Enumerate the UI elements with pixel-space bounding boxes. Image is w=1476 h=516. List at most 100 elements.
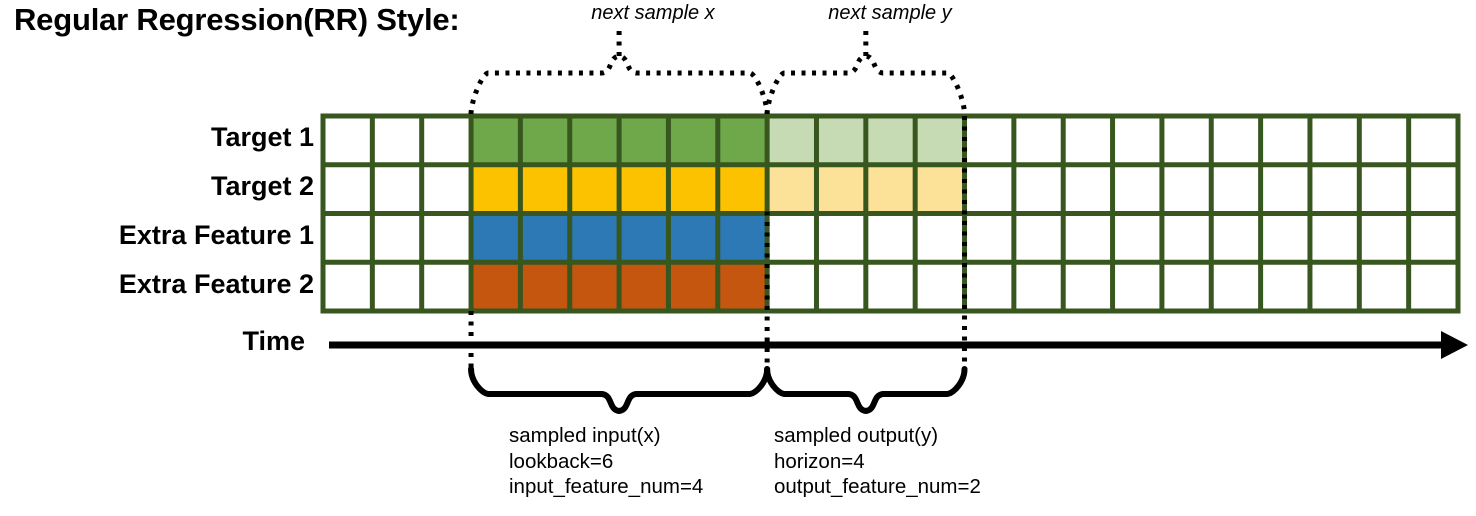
grid-cell — [668, 262, 718, 311]
grid-cell — [1359, 116, 1409, 165]
grid-cell — [619, 164, 669, 214]
grid-cell — [1211, 116, 1261, 165]
grid-cell — [421, 164, 472, 214]
grid-cell — [1260, 116, 1310, 165]
grid-cell — [1408, 213, 1458, 263]
grid-cell — [816, 213, 866, 263]
row-label-target-1: Target 1 — [210, 122, 314, 152]
grid-cell — [372, 213, 422, 263]
grid-cell — [323, 262, 373, 311]
top-brace-label-next-sample-x: next sample x — [591, 2, 715, 24]
grid-cell — [964, 262, 1014, 311]
grid-cell — [1161, 116, 1212, 165]
grid-cell — [1211, 164, 1261, 214]
grid-cell — [915, 164, 965, 214]
grid-cell — [964, 116, 1014, 165]
grid-cell — [1161, 262, 1212, 311]
grid-cell — [372, 262, 422, 311]
grid-cell — [717, 116, 768, 165]
grid-cell — [1211, 262, 1261, 311]
grid-cell — [1260, 213, 1310, 263]
grid-cell — [865, 164, 916, 214]
grid-cell — [471, 262, 521, 311]
grid-cell — [421, 116, 472, 165]
top-brace-label-next-sample-y: next sample y — [828, 2, 952, 24]
grid-cell — [1211, 213, 1261, 263]
sampled-output-line-2: horizon=4 — [774, 449, 865, 473]
grid-cell — [816, 262, 866, 311]
grid-cell — [865, 262, 916, 311]
grid-cell — [767, 116, 817, 165]
grid-cell — [421, 213, 472, 263]
grid-cell — [1408, 262, 1458, 311]
page-title: Regular Regression(RR) Style: — [14, 2, 460, 37]
grid-cell — [1408, 116, 1458, 165]
grid-cell — [323, 213, 373, 263]
grid-cell — [619, 213, 669, 263]
grid-cell — [323, 116, 373, 165]
grid-cell — [1112, 116, 1162, 165]
grid-cell — [717, 164, 768, 214]
time-axis-label: Time — [242, 326, 305, 356]
grid-cell — [569, 262, 620, 311]
grid-cell — [816, 116, 866, 165]
grid-cell — [915, 262, 965, 311]
grid-cell — [569, 164, 620, 214]
grid-cell — [865, 213, 916, 263]
bottom-brace-sampled-input — [468, 366, 771, 415]
grid-cell — [520, 164, 570, 214]
row-label-extra-feature-2: Extra Feature 2 — [118, 269, 314, 299]
row-label-target-2: Target 2 — [210, 171, 314, 201]
grid-cell — [520, 262, 570, 311]
grid-cell — [1161, 164, 1212, 214]
grid-cell — [964, 213, 1014, 263]
row-label-extra-feature-1: Extra Feature 1 — [118, 220, 314, 250]
grid-cell — [1013, 213, 1064, 263]
grid-cell — [964, 164, 1014, 214]
grid-cell — [1359, 164, 1409, 214]
time-axis-arrowhead — [1441, 331, 1468, 359]
top-brace-next-sample-x — [468, 53, 770, 115]
grid-cell — [372, 116, 422, 165]
grid-cell — [1112, 262, 1162, 311]
top-brace-next-sample-y — [764, 53, 968, 115]
grid-cell — [1161, 213, 1212, 263]
bottom-brace-text-sampled-input: sampled input(x) lookback=6 input_featur… — [509, 423, 703, 500]
sampled-input-line-1: sampled input(x) — [509, 424, 661, 447]
grid-cell — [619, 262, 669, 311]
grid-cell — [471, 116, 521, 165]
timeseries-grid — [323, 116, 1458, 311]
grid-cell — [717, 262, 768, 311]
grid-cell — [767, 262, 817, 311]
grid-cell — [1309, 262, 1360, 311]
grid-cell — [520, 213, 570, 263]
sampled-output-line-3: output_feature_num=2 — [774, 475, 981, 498]
grid-cell — [421, 262, 472, 311]
grid-cell — [569, 116, 620, 165]
grid-cell — [767, 164, 817, 214]
grid-cell — [668, 164, 718, 214]
sampled-input-line-2: lookback=6 — [509, 449, 614, 473]
grid-cell — [372, 164, 422, 214]
bottom-brace-text-sampled-output: sampled output(y) horizon=4 output_featu… — [774, 423, 981, 500]
grid-cell — [569, 213, 620, 263]
grid-cell — [1063, 213, 1113, 263]
sampled-output-line-1: sampled output(y) — [774, 424, 939, 447]
grid-cell — [1063, 164, 1113, 214]
grid-cell — [1112, 164, 1162, 214]
grid-cell — [619, 116, 669, 165]
grid-cell — [1260, 262, 1310, 311]
grid-cell — [915, 213, 965, 263]
brace-annotations — [329, 28, 1468, 415]
grid-cell — [323, 164, 373, 214]
grid-cell — [717, 213, 768, 263]
grid-cell — [668, 213, 718, 263]
grid-cell — [915, 116, 965, 165]
grid-cell — [767, 213, 817, 263]
grid-cell — [1309, 213, 1360, 263]
grid-cell — [1112, 213, 1162, 263]
grid-cell — [865, 116, 916, 165]
grid-cell — [668, 116, 718, 165]
